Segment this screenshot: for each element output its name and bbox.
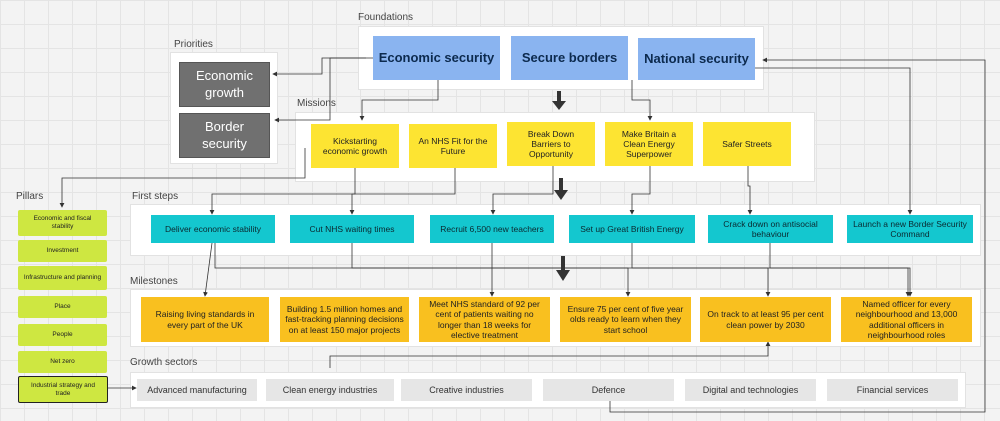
first-step-border-security-command[interactable]: Launch a new Border Security Command [847, 215, 973, 243]
sector-creative-industries[interactable]: Creative industries [401, 379, 532, 401]
connector-to-nhs-standard [491, 243, 771, 297]
pillar-place[interactable]: Place [18, 296, 107, 318]
pillar-investment[interactable]: Investment [18, 240, 107, 262]
connector-to-living-standards [214, 243, 495, 297]
section-label-milestones: Milestones [130, 276, 178, 287]
connector-to-gbe [629, 166, 651, 215]
sector-financial-services[interactable]: Financial services [827, 379, 958, 401]
milestone-living-standards[interactable]: Raising living standards in every part o… [141, 297, 269, 342]
pillar-industrial-strategy-trade[interactable]: Industrial strategy and trade [18, 376, 108, 403]
first-step-deliver-economic-stability[interactable]: Deliver economic stability [151, 215, 275, 243]
connector-defence-to-national-security [609, 57, 986, 413]
connector-to-deliver-stability [209, 168, 356, 215]
big-arrow-head-1 [552, 101, 566, 110]
pillar-infrastructure-planning[interactable]: Infrastructure and planning [18, 266, 107, 290]
big-arrow-head-2 [554, 190, 568, 200]
first-step-crack-down-antisocial[interactable]: Crack down on antisocial behaviour [708, 215, 833, 243]
first-step-great-british-energy[interactable]: Set up Great British Energy [569, 215, 695, 243]
connector-to-antisocial [747, 166, 753, 215]
foundation-economic-security[interactable]: Economic security [373, 36, 500, 80]
milestone-clean-power[interactable]: On track to at least 95 per cent clean p… [700, 297, 831, 342]
first-step-cut-nhs-waiting-times[interactable]: Cut NHS waiting times [290, 215, 414, 243]
pillar-people[interactable]: People [18, 324, 107, 346]
section-label-foundations: Foundations [358, 12, 414, 23]
section-label-growth-sectors: Growth sectors [130, 357, 198, 368]
section-label-first-steps: First steps [132, 191, 179, 202]
connector-to-kickstarting [359, 80, 439, 121]
connector-national-security-to-border-command [755, 67, 913, 215]
connector-to-cut-nhs [349, 168, 456, 215]
connector-mission-to-pillars [59, 148, 306, 208]
big-arrow-stem-3 [561, 256, 565, 272]
priority-border-security[interactable]: Border security [179, 113, 270, 158]
foundation-national-security[interactable]: National security [638, 38, 755, 80]
milestones-panel [130, 289, 981, 347]
milestone-nhs-standard[interactable]: Meet NHS standard of 92 per cent of pati… [419, 297, 550, 342]
foundation-secure-borders[interactable]: Secure borders [511, 36, 628, 80]
mission-clean-energy-superpower[interactable]: Make Britain a Clean Energy Superpower [605, 122, 693, 166]
priority-economic-growth[interactable]: Economic growth [179, 62, 270, 107]
sector-advanced-manufacturing[interactable]: Advanced manufacturing [137, 379, 257, 401]
mission-break-down-barriers[interactable]: Break Down Barriers to Opportunity [507, 122, 595, 166]
connector-to-named-officer [769, 243, 913, 297]
mission-safer-streets[interactable]: Safer Streets [703, 122, 791, 166]
section-label-pillars: Pillars [16, 191, 44, 202]
connector-sector-to-clean-power [329, 341, 771, 368]
first-step-recruit-teachers[interactable]: Recruit 6,500 new teachers [430, 215, 554, 243]
connector-to-homes [351, 243, 631, 297]
mission-kickstarting-economic-growth[interactable]: Kickstarting economic growth [311, 124, 399, 168]
section-label-priorities: Priorities [174, 39, 213, 50]
connector-economic-security-to-priority [272, 57, 373, 77]
connector-to-raising [203, 242, 213, 297]
milestone-neighbourhood-officers[interactable]: Named officer for every neighbourhood an… [841, 297, 972, 342]
connector-to-clean-energy [631, 80, 653, 121]
connector-economic-security-to-border-security [274, 57, 366, 123]
sector-clean-energy-industries[interactable]: Clean energy industries [266, 379, 394, 401]
milestone-early-years[interactable]: Ensure 75 per cent of five year olds rea… [560, 297, 691, 342]
mission-nhs-fit-for-future[interactable]: An NHS Fit for the Future [409, 124, 497, 168]
big-arrow-stem-1 [557, 91, 561, 103]
section-label-missions: Missions [297, 98, 336, 109]
sector-digital-technologies[interactable]: Digital and technologies [685, 379, 816, 401]
pillar-economic-fiscal-stability[interactable]: Economic and fiscal stability [18, 210, 107, 236]
sector-defence[interactable]: Defence [543, 379, 674, 401]
pillar-net-zero[interactable]: Net zero [18, 351, 107, 373]
milestone-homes-planning[interactable]: Building 1.5 million homes and fast-trac… [280, 297, 409, 342]
big-arrow-head-3 [556, 270, 570, 281]
connector-to-recruit-teachers [490, 166, 554, 215]
big-arrow-stem-2 [559, 178, 563, 192]
